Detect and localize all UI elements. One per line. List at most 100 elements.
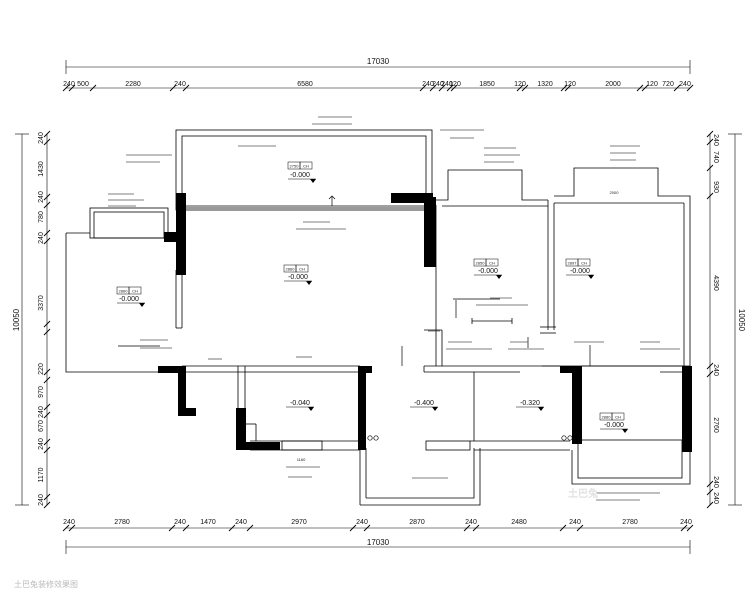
dim-bottom-6: 240 xyxy=(356,519,368,526)
dim-top-7: 240 xyxy=(441,81,453,88)
watermark-right: 土巴兔 xyxy=(568,487,598,500)
dimension-tick xyxy=(446,84,454,92)
dimension-tick xyxy=(438,84,446,92)
dimension-tick xyxy=(576,524,584,532)
dimension-tick xyxy=(680,524,688,532)
dim-top-11: 1320 xyxy=(537,81,553,88)
dim-left-8: 240 xyxy=(38,406,45,418)
dimension-tick xyxy=(516,84,524,92)
dimension-tick xyxy=(43,376,51,384)
dimension-tick xyxy=(706,488,714,496)
watermark-left: 土巴兔装修效果图 xyxy=(14,579,78,589)
room-level: -0.000 xyxy=(288,274,308,281)
dim-left-12: 240 xyxy=(38,494,45,506)
dimension-tick xyxy=(43,130,51,138)
dimension-tick xyxy=(641,84,649,92)
dim-top-13: 2000 xyxy=(605,81,621,88)
room-level: -0.320 xyxy=(520,400,540,407)
dim-left-10: 240 xyxy=(38,438,45,450)
dimension-lines xyxy=(15,60,742,554)
room-level: -0.040 xyxy=(290,400,310,407)
room-tag-unit: CH xyxy=(581,261,587,266)
dim-left-6: 220 xyxy=(38,363,45,375)
dim-bottom-7: 2870 xyxy=(409,519,425,526)
room-level: -0.000 xyxy=(478,268,498,275)
dimension-tick xyxy=(228,524,236,532)
room-level: -0.000 xyxy=(570,268,590,275)
dimension-tick xyxy=(521,84,529,92)
dim-top-10: 120 xyxy=(514,81,526,88)
dimension-tick xyxy=(686,524,694,532)
dimension-tick xyxy=(43,229,51,237)
room-kitchen: -0.040 xyxy=(286,400,314,411)
dim-top-16: 240 xyxy=(679,81,691,88)
dimension-tick xyxy=(43,403,51,411)
room-level: -0.000 xyxy=(604,422,624,429)
dim-bottom-10: 240 xyxy=(569,519,581,526)
plan-details xyxy=(118,195,591,441)
dim-bottom-2: 240 xyxy=(174,519,186,526)
dim-top-9: 1850 xyxy=(479,81,495,88)
room-tag-unit: CH xyxy=(299,267,305,272)
dimension-tick xyxy=(686,84,694,92)
dim-top-8: 120 xyxy=(449,81,461,88)
annotation-marks xyxy=(108,116,680,501)
dim-top-15: 720 xyxy=(662,81,674,88)
room-tag: 2860 xyxy=(119,289,129,294)
room-tag-unit: CH xyxy=(132,289,138,294)
dim-left-2: 240 xyxy=(38,191,45,203)
dim-bottom-1: 2780 xyxy=(114,519,130,526)
dimension-tick xyxy=(363,524,371,532)
dim-top-4: 6580 xyxy=(297,81,313,88)
dimension-ticks xyxy=(43,84,714,532)
dimension-tick xyxy=(560,84,568,92)
dim-left-9: 670 xyxy=(38,420,45,432)
dim-left-1: 1430 xyxy=(38,161,45,177)
dim-right-7: 240 xyxy=(712,492,719,504)
dimension-tick xyxy=(43,493,51,501)
dim-left-5: 3370 xyxy=(38,295,45,311)
inner-door-width: 1160 xyxy=(297,457,306,462)
dimension-tick xyxy=(559,524,567,532)
dim-top-total: 17030 xyxy=(367,57,390,66)
dim-top-5: 240 xyxy=(422,81,434,88)
dim-bottom-5: 2970 xyxy=(291,519,307,526)
dim-bottom-12: 240 xyxy=(680,519,692,526)
dim-bottom-8: 240 xyxy=(465,519,477,526)
dim-left-4: 240 xyxy=(38,232,45,244)
dim-bottom-4: 240 xyxy=(235,519,247,526)
dim-left-11: 1170 xyxy=(38,467,45,482)
dimension-tick xyxy=(62,84,70,92)
room-living: 2860 CH -0.000 xyxy=(283,264,312,285)
inner-window-width: 2000 xyxy=(610,190,620,195)
room-bath-center: -0.400 xyxy=(410,400,438,411)
room-balcony-north: 2750 CH -0.000 xyxy=(287,161,316,183)
dimension-tick xyxy=(673,84,681,92)
dim-right-2: 930 xyxy=(712,181,719,193)
dim-top-0: 240 xyxy=(63,81,75,88)
dimension-tick xyxy=(706,362,714,370)
dimension-tick xyxy=(706,164,714,172)
dimension-tick xyxy=(43,320,51,328)
room-bedroom-west: 2860 CH -0.000 xyxy=(116,286,145,307)
dimension-tick xyxy=(706,138,714,146)
dim-right-1: 740 xyxy=(712,151,719,163)
dim-top-6: 240 xyxy=(432,81,444,88)
dimension-tick xyxy=(246,524,254,532)
dim-left-7: 970 xyxy=(38,386,45,398)
room-tag: 2880 xyxy=(602,415,612,420)
room-level: -0.000 xyxy=(119,296,139,303)
dim-right-4: 240 xyxy=(712,364,719,376)
dimension-tick xyxy=(68,84,76,92)
dim-right-5: 2760 xyxy=(712,417,719,433)
dim-bottom-11: 2780 xyxy=(622,519,638,526)
dimension-tick xyxy=(62,524,70,532)
dim-bottom-3: 1470 xyxy=(200,519,216,526)
dimension-tick xyxy=(168,524,176,532)
dimension-tick xyxy=(472,524,480,532)
room-bedroom-east: 2897 CH -0.000 xyxy=(565,258,594,279)
dimension-tick xyxy=(89,84,97,92)
room-tag-unit: CH xyxy=(615,415,621,420)
dim-right-6: 240 xyxy=(712,476,719,488)
